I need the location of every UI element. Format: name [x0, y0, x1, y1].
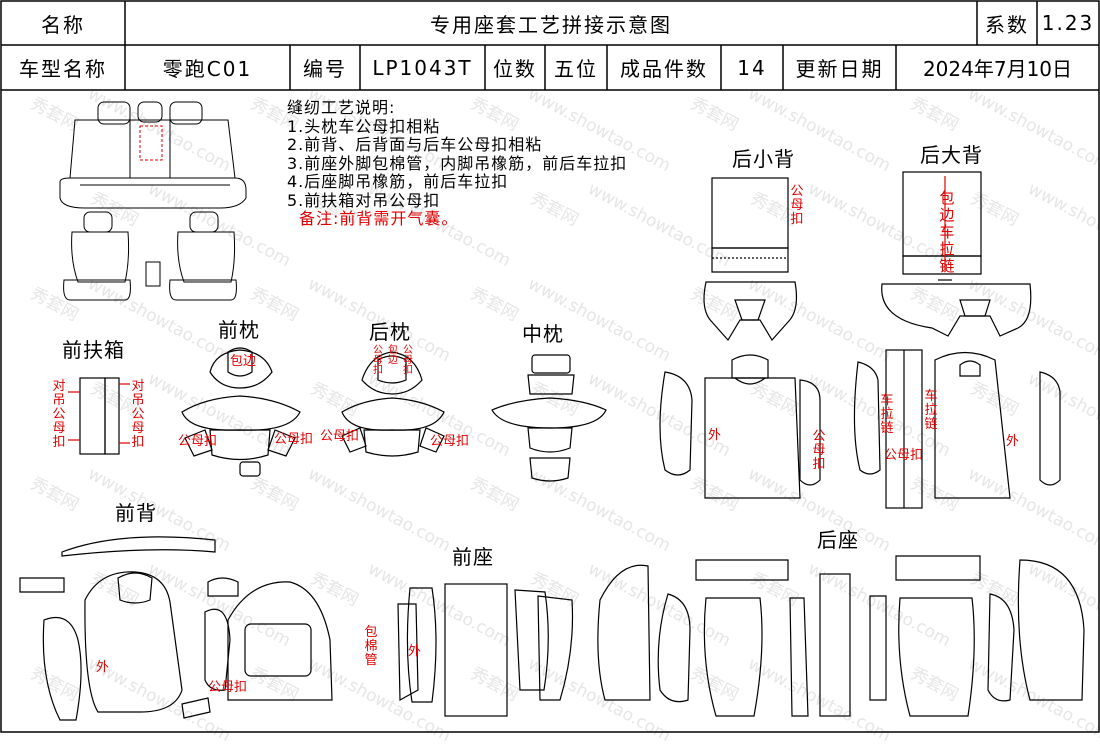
- car-model-label: 车型名称: [19, 57, 107, 81]
- seat-overview-drawing: [59, 101, 247, 301]
- code-label: 编号: [303, 57, 347, 81]
- name-label: 名称: [41, 12, 85, 37]
- snap-label: 公母扣: [884, 448, 924, 463]
- note-item: 4.后座脚吊橡筋，前后车拉扣: [287, 172, 509, 191]
- note-item: 5.前扶箱对吊公母扣: [287, 190, 441, 210]
- notes-heading: 缝纫工艺说明:: [287, 98, 396, 117]
- seats-label: 位数: [493, 57, 537, 81]
- section-rear-seat: 后座: [817, 528, 859, 552]
- pieces-value: 14: [737, 55, 767, 80]
- snap-label: 公母扣: [274, 432, 314, 447]
- snap-label: 公母扣: [373, 345, 383, 376]
- section-rear-small-back: 后小背: [732, 147, 795, 171]
- document-title: 专用座套工艺拼接示意图: [430, 12, 672, 37]
- snap-label: 公母扣: [790, 184, 804, 227]
- front-headrest-pieces: [181, 347, 301, 477]
- hang-snap-label: 对吊公母扣: [52, 379, 66, 450]
- outer-label: 外: [408, 644, 422, 659]
- front-armrest-pieces: [68, 377, 130, 455]
- edge-zipper-label: 包边车拉链: [939, 189, 955, 275]
- car-model-value: 零跑C01: [162, 57, 253, 81]
- sewing-notes: 缝纫工艺说明: 1.头枕车公母扣相粘 2.前背、后背面与后车公母扣相粘 3.前座…: [287, 98, 628, 229]
- snap-label: 公母扣: [430, 434, 470, 449]
- notes-remark: 备注:前背需开气囊。: [299, 209, 459, 228]
- outer-label: 外: [96, 660, 110, 675]
- rear-seat-pieces: [597, 555, 1085, 717]
- snap-label: 公母扣: [812, 429, 826, 472]
- update-date-value: 2024年7月10日: [922, 57, 1073, 81]
- coefficient-value: 1.23: [1041, 11, 1095, 35]
- edge-label: 包边: [388, 345, 398, 366]
- snap-label: 公母扣: [403, 345, 413, 376]
- zipper-label: 车拉链: [924, 389, 938, 432]
- section-rear-headrest: 后枕: [369, 320, 411, 344]
- coefficient-label: 系数: [985, 12, 1029, 37]
- section-rear-big-back: 后大背: [920, 143, 983, 167]
- section-front-armrest: 前扶箱: [62, 338, 125, 362]
- hang-snap-label: 对吊公母扣: [131, 379, 145, 450]
- rear-headrest-pieces: [341, 351, 445, 457]
- section-front-seat: 前座: [452, 545, 494, 569]
- section-middle-headrest: 中枕: [522, 322, 564, 346]
- snap-label: 公母扣: [208, 680, 248, 695]
- snap-label: 公母扣: [320, 429, 360, 444]
- code-value: LP1043T: [372, 55, 473, 80]
- zipper-label: 车拉链: [880, 393, 894, 436]
- pieces-label: 成品件数: [620, 57, 708, 81]
- note-item: 3.前座外脚包棉管，内脚吊橡筋，前后车拉扣: [287, 153, 628, 173]
- middle-headrest-pieces: [491, 354, 607, 482]
- section-front-back: 前背: [115, 501, 157, 525]
- outer-label: 外: [708, 428, 722, 443]
- outer-label: 外: [1006, 434, 1020, 449]
- note-item: 2.前背、后背面与后车公母扣相粘: [287, 135, 543, 154]
- seats-value: 五位: [554, 57, 598, 81]
- edge-label: 包边: [230, 354, 257, 369]
- note-item: 1.头枕车公母扣相粘: [287, 116, 441, 136]
- front-back-pieces: [19, 536, 333, 721]
- update-date-label: 更新日期: [795, 57, 884, 81]
- cotton-tube-label: 包棉管: [364, 625, 378, 668]
- rear-big-back-pieces: [853, 171, 1061, 509]
- rear-small-back-pieces: [659, 177, 821, 499]
- front-seat-pieces: [397, 583, 574, 717]
- section-front-headrest: 前枕: [218, 318, 260, 342]
- snap-label: 公母扣: [178, 434, 218, 449]
